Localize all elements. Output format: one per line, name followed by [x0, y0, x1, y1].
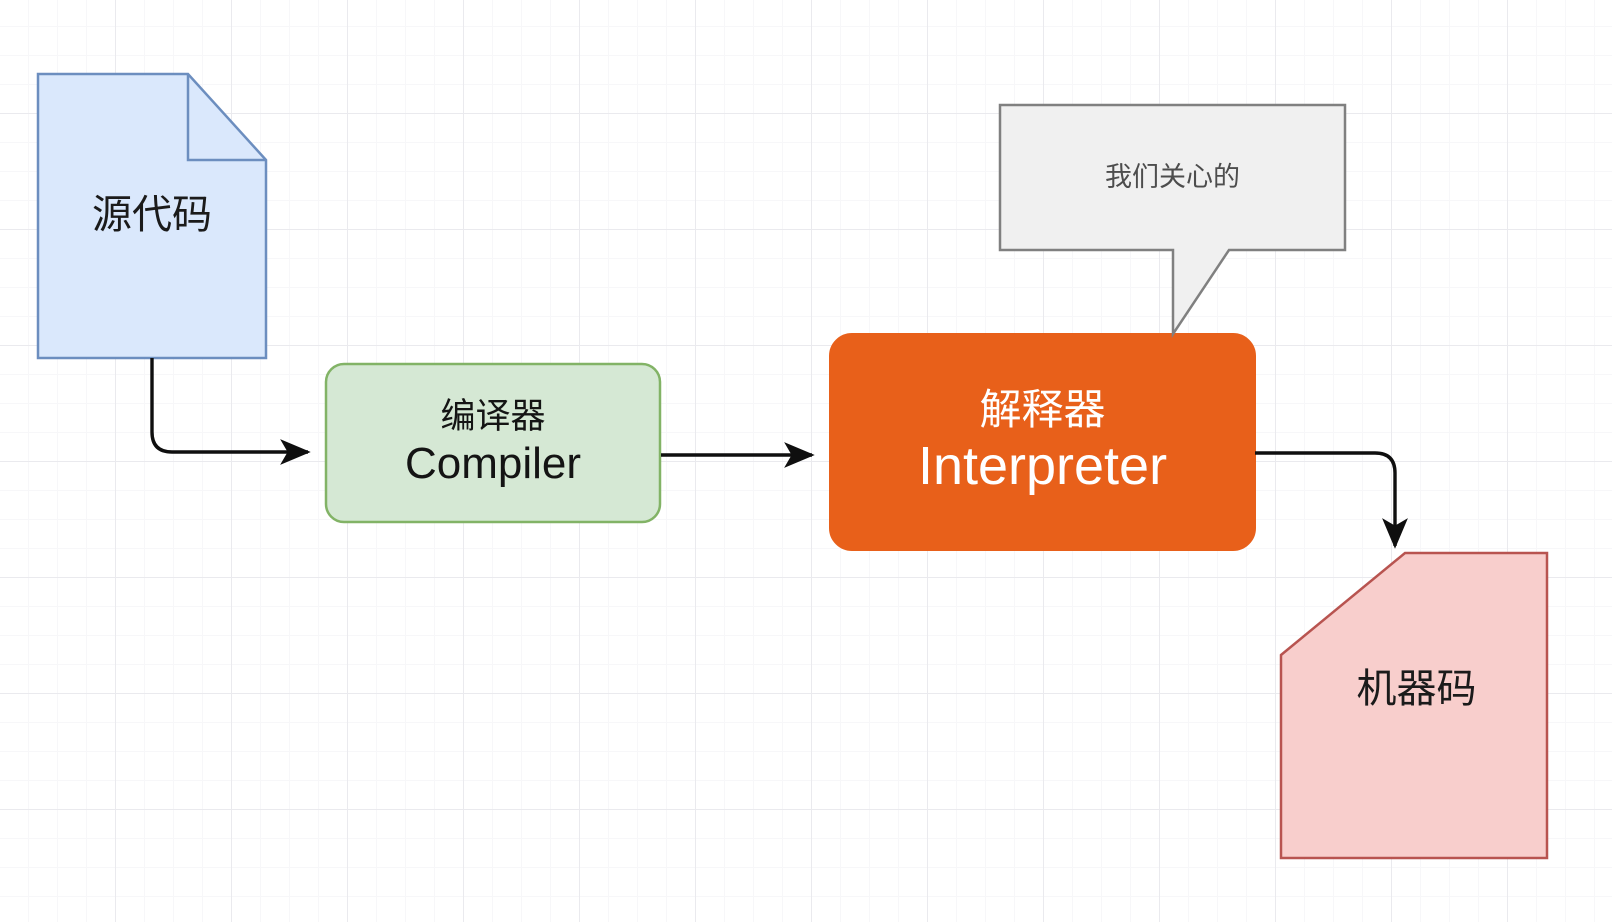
node-machine-code[interactable] [1279, 551, 1549, 860]
source-code-body [36, 72, 268, 360]
compiler-box [324, 362, 662, 524]
edge-interpreter-to-machine[interactable] [1255, 451, 1408, 549]
callout-bubble [998, 103, 1347, 339]
edge-interpreter-to-machine-line [1255, 451, 1408, 549]
source-code-fold-line [186, 74, 266, 162]
node-source-code[interactable] [36, 72, 268, 360]
interpreter-box [829, 333, 1256, 551]
machine-code-body [1279, 551, 1549, 860]
edge-source-to-compiler[interactable] [150, 358, 311, 465]
node-callout[interactable] [998, 103, 1347, 339]
node-interpreter[interactable] [829, 333, 1256, 551]
edge-source-to-compiler-line [150, 358, 311, 465]
node-compiler[interactable] [324, 362, 662, 524]
